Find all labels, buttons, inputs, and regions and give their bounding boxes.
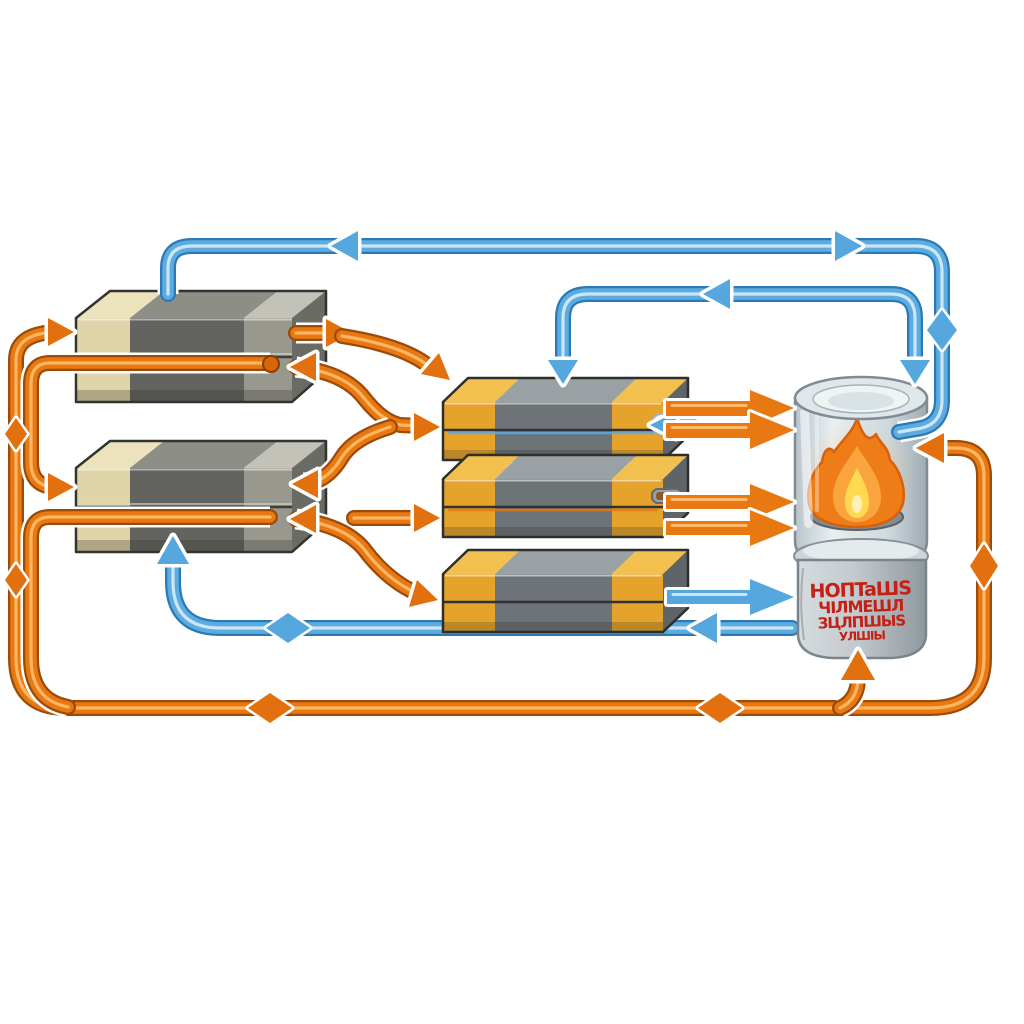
- vessel-collar-highlight: [803, 540, 919, 562]
- hot-arrow-into-middle2-icon: [410, 500, 444, 536]
- box-top-cream: [76, 441, 164, 468]
- mbox-top-yellow: [612, 455, 688, 479]
- mbox-lip: [443, 622, 663, 632]
- cold-arrow-up-into-exchanger2-icon: [153, 532, 193, 568]
- burner-unit: HOПTaШS ЧІЛМЕШЛ ЗЦЛПШЫS УЛШІЫ: [793, 375, 929, 660]
- hot-loop-pipes: [2, 314, 1001, 726]
- hot-arrow-into-middle3-icon: [405, 576, 442, 611]
- box-bottom-lip: [76, 540, 292, 552]
- cold-top-pipes: [168, 227, 960, 432]
- hot-flow-diamond-icon: [695, 690, 745, 726]
- mbox-lip: [443, 527, 663, 537]
- hot-flow-diamond-icon: [245, 690, 295, 726]
- middle-exchanger-1: [441, 376, 690, 462]
- mbox-outline: [441, 453, 690, 539]
- hot-arrow-into-burner-icon: [912, 429, 948, 467]
- base-seam: [800, 567, 805, 641]
- middle-exchanger-3: [441, 548, 690, 634]
- cold-arrow-into-middle3-icon: [686, 609, 721, 647]
- mbox-top-yellow: [612, 378, 688, 402]
- hot-arrow-return2-icon: [288, 466, 322, 502]
- burner-label-line-4: УЛШІЫ: [839, 628, 886, 644]
- mbox-outline: [441, 548, 690, 634]
- vessel-top-hole: [828, 392, 894, 410]
- mbox-top-gray: [495, 455, 637, 479]
- hot-arrow-into-middle1-icon: [410, 409, 444, 445]
- burner-label-line-2: ЧІЛМЕШЛ: [818, 596, 904, 618]
- front-arrowheads: [263, 429, 948, 684]
- glass-highlight: [815, 412, 819, 512]
- cold-arrow-left2-icon: [699, 275, 734, 313]
- exchanger-output-arrows: [646, 390, 794, 615]
- cold-flow-diamond-icon: [924, 307, 960, 353]
- burner-label: HOПTaШS ЧІЛМЕШЛ ЗЦЛПШЫS УЛШІЫ: [809, 577, 911, 644]
- cold-arrow-right-icon: [831, 227, 866, 265]
- pipe-junction-dot: [262, 355, 280, 373]
- middle-exchanger-2: [441, 453, 690, 539]
- hot-flow-diamond-icon: [967, 541, 1001, 591]
- box-top-light: [244, 441, 326, 468]
- cold-bottom-pipe: [153, 532, 792, 628]
- hot-arrow-swoop-icon: [417, 349, 454, 384]
- base-canister: [796, 558, 928, 660]
- left-exchanger-1: [74, 289, 328, 404]
- hot-flow-diamond-icon: [2, 561, 30, 599]
- hot-arrow-into-exchanger1-icon: [44, 314, 78, 350]
- glass-highlight: [800, 408, 813, 528]
- cold-flow-diamond-icon: [263, 610, 313, 646]
- hot-crossover-arrows: [286, 315, 454, 611]
- hot-arrow-into-exchanger2-icon: [44, 469, 78, 505]
- box-top-cream: [76, 291, 164, 318]
- cold-arrow-left-icon: [327, 227, 362, 265]
- box-top-gray: [130, 441, 278, 468]
- cold-arrow-down-into-burner-icon: [896, 356, 934, 388]
- burner-label-line-1: HOПTaШS: [809, 577, 911, 603]
- hot-arrow-return3-icon: [286, 501, 320, 537]
- mbox-top-yellow: [612, 550, 688, 574]
- hot-flow-diamond-icon: [2, 415, 30, 453]
- cold-arrow-down-into-middle1-icon: [544, 356, 582, 388]
- flame-icon: [807, 416, 905, 529]
- burner-label-line-3: ЗЦЛПШЫS: [817, 611, 905, 632]
- mbox-top-gray: [495, 550, 637, 574]
- mbox-top-gray: [495, 378, 637, 402]
- box-bottom-lip: [76, 390, 292, 402]
- hot-arrow-up-into-burner-icon: [837, 646, 879, 684]
- left-exchanger-2: [74, 439, 328, 554]
- box-top-light: [244, 291, 326, 318]
- hot-arrow-return-icon: [286, 349, 320, 385]
